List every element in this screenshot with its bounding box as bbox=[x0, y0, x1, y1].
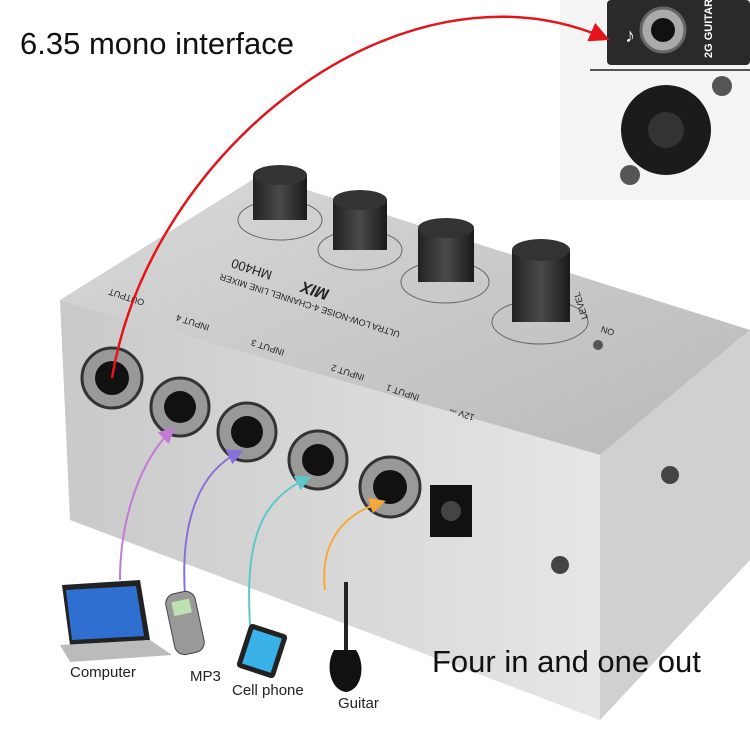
inset-photo: ♪ 2G GUITAR bbox=[560, 0, 750, 200]
dc-power-jack bbox=[430, 485, 472, 537]
power-led bbox=[593, 340, 603, 350]
mixer-device: LEVEL ON MIX MH400 ULTRA LOW-NOISE 4-CHA… bbox=[60, 165, 750, 720]
jack-input-1 bbox=[358, 455, 422, 519]
jack-input-3 bbox=[216, 401, 278, 463]
label-mp3: MP3 bbox=[190, 668, 221, 685]
laptop-icon bbox=[60, 580, 172, 662]
mp3-player-icon bbox=[165, 590, 205, 656]
arrow-guitar bbox=[323, 497, 386, 591]
caption-four-in-one-out: Four in and one out bbox=[432, 644, 701, 679]
arrow-computer bbox=[119, 427, 175, 581]
bass-guitar-icon bbox=[329, 582, 362, 692]
power-label: ON bbox=[600, 324, 616, 338]
output-arrow bbox=[110, 15, 610, 379]
jack-input-2 bbox=[287, 429, 349, 491]
cell-phone-icon bbox=[236, 623, 288, 679]
guitar-icon: ♪ bbox=[625, 25, 635, 47]
label-cell-phone: Cell phone bbox=[232, 682, 304, 699]
arrow-mp3 bbox=[183, 449, 244, 596]
caption-interface: 6.35 mono interface bbox=[20, 26, 295, 61]
knobs bbox=[237, 165, 589, 345]
label-computer: Computer bbox=[70, 664, 136, 681]
jack-input-4 bbox=[149, 376, 211, 438]
arrow-cell-phone bbox=[248, 475, 312, 626]
label-guitar: Guitar bbox=[338, 695, 379, 712]
inset-jack-label: 2G GUITAR bbox=[703, 0, 715, 58]
